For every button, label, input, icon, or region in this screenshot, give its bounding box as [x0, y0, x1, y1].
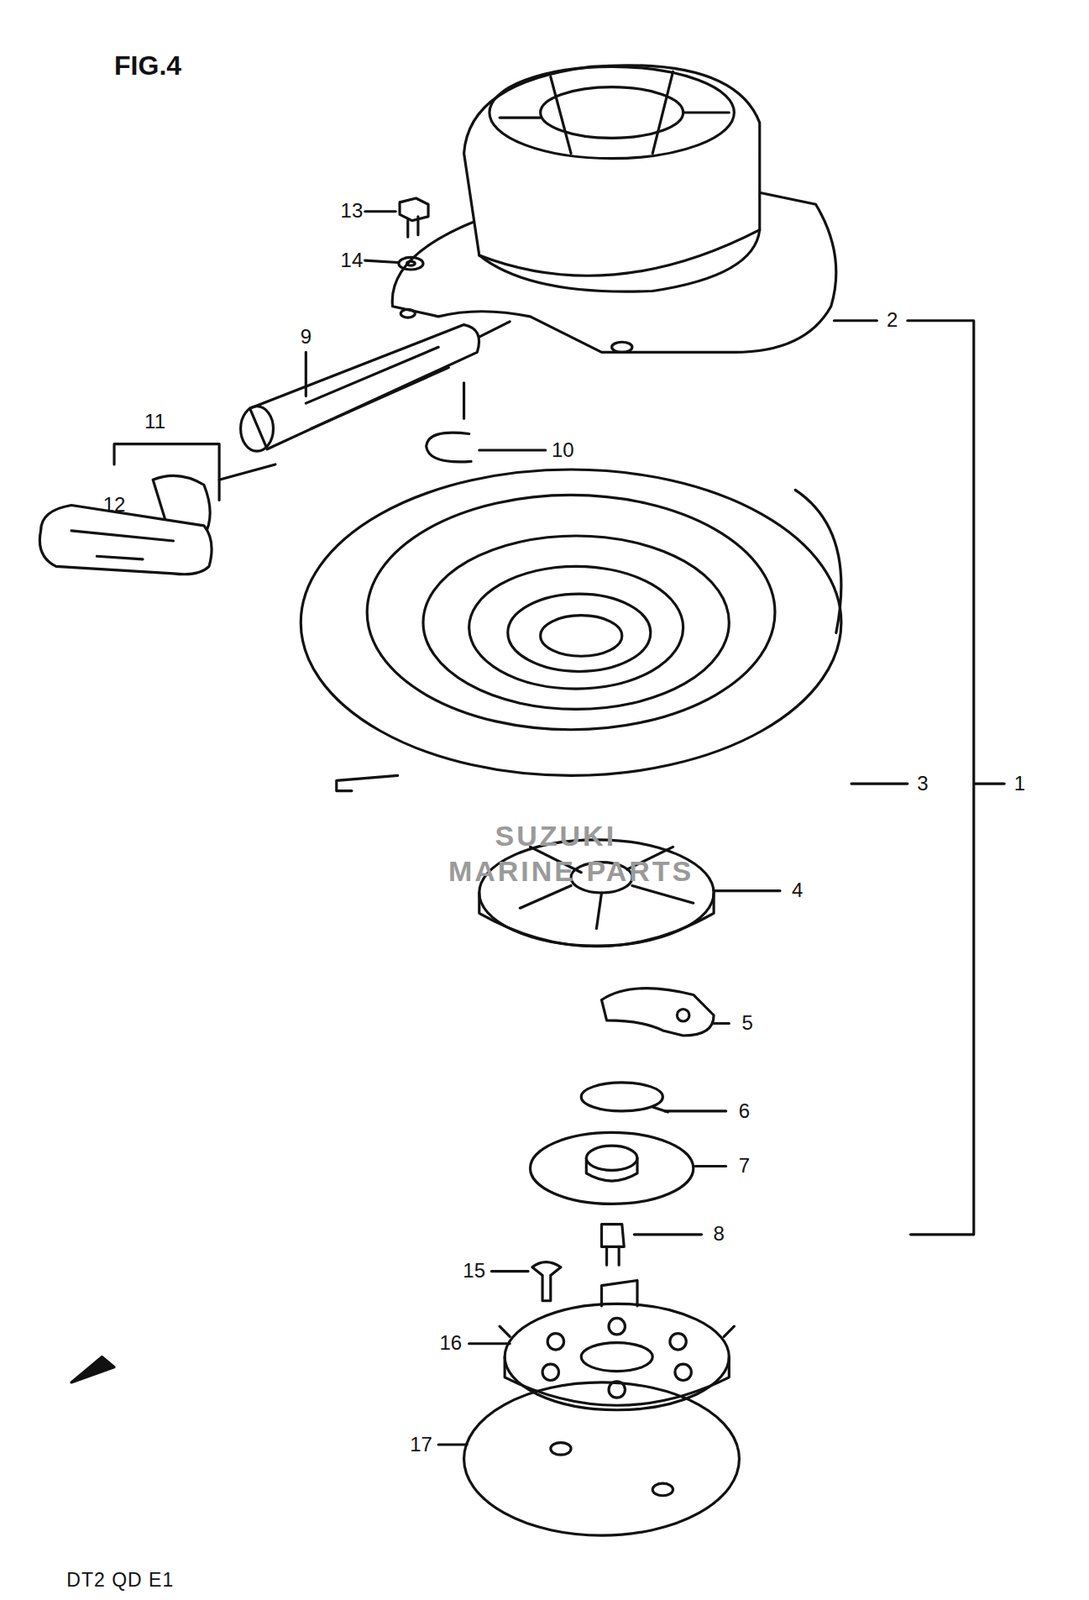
watermark: MARINE PARTS: [448, 856, 694, 888]
callout-number: 10: [551, 438, 575, 461]
callout-number: 5: [741, 1011, 753, 1034]
callout-number: 17: [409, 1432, 433, 1455]
callout-number: 4: [791, 879, 803, 901]
watermark: SUZUKI: [495, 820, 618, 852]
callout-number: 9: [300, 325, 312, 348]
callout-number: 14: [340, 248, 364, 271]
callout-number: 16: [439, 1331, 462, 1354]
callout-number: 11: [144, 409, 166, 432]
callout-number: 12: [103, 493, 126, 516]
callout-number: 15: [462, 1259, 486, 1282]
callout-number: 13: [340, 199, 364, 222]
callout-number: 7: [738, 1154, 750, 1177]
callout-number: 2: [886, 308, 898, 331]
callout-number: 1: [1014, 771, 1026, 794]
callout-number: 3: [916, 771, 928, 794]
callout-number: 8: [712, 1222, 724, 1245]
callout-number: 6: [738, 1099, 750, 1121]
model-caption: DT2 QD E1: [66, 1570, 174, 1592]
figure-title: FIG.4: [114, 51, 182, 81]
